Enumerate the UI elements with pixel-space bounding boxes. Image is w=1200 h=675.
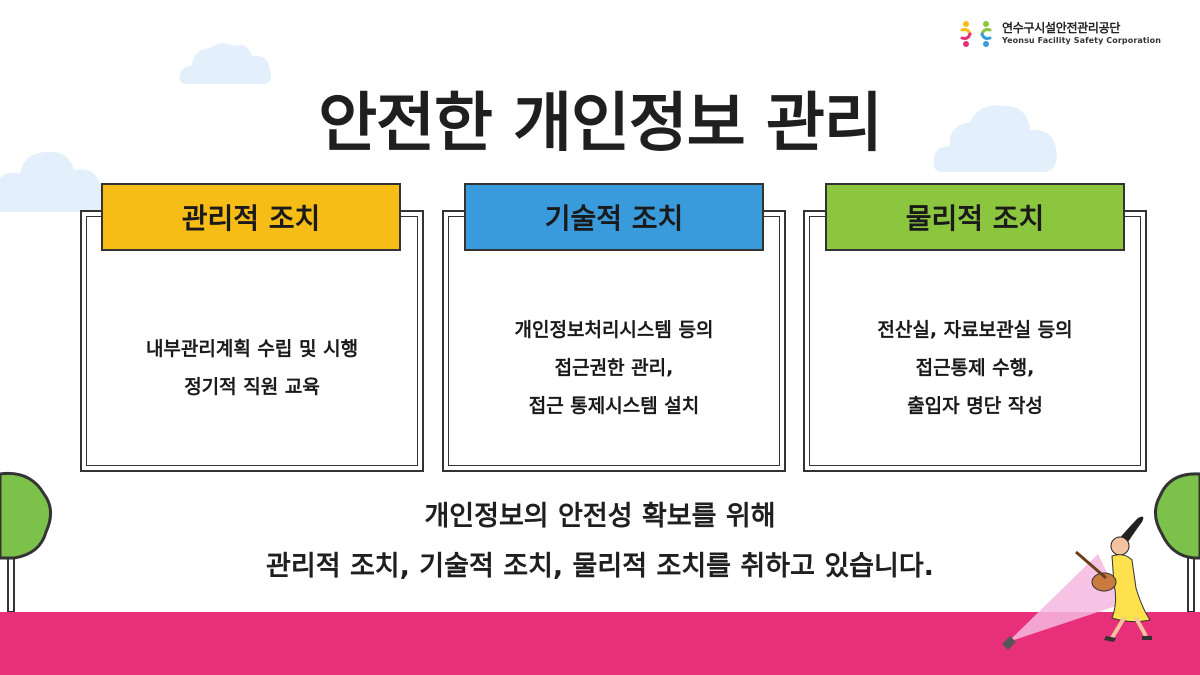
card-line: 접근권한 관리,	[554, 357, 674, 379]
summary-text: 개인정보의 안전성 확보를 위해 관리적 조치, 기술적 조치, 물리적 조치를…	[0, 492, 1200, 592]
tree-left-illustration	[0, 471, 52, 612]
summary-line-1: 개인정보의 안전성 확보를 위해	[424, 501, 776, 532]
card-line: 접근통제 수행,	[915, 357, 1035, 379]
card-line: 출입자 명단 작성	[907, 395, 1043, 417]
ground-band	[0, 612, 1200, 675]
card-administrative: 내부관리계획 수립 및 시행 정기적 직원 교육	[80, 210, 424, 472]
card-body: 내부관리계획 수립 및 시행 정기적 직원 교육	[88, 272, 416, 464]
summary-line-2: 관리적 조치, 기술적 조치, 물리적 조치를 취하고 있습니다.	[266, 551, 934, 582]
card-line: 전산실, 자료보관실 등의	[877, 319, 1073, 341]
card-body: 전산실, 자료보관실 등의 접근통제 수행, 출입자 명단 작성	[811, 272, 1139, 464]
card-line: 내부관리계획 수립 및 시행	[145, 338, 359, 360]
card-heading-administrative: 관리적 조치	[101, 183, 401, 251]
cloud-left	[0, 151, 107, 212]
page-title: 안전한 개인정보 관리	[318, 87, 882, 161]
card-line: 접근 통제시스템 설치	[528, 395, 700, 417]
card-body: 개인정보처리시스템 등의 접근권한 관리, 접근 통제시스템 설치	[450, 272, 778, 464]
cloud-right	[933, 105, 1057, 172]
card-line: 개인정보처리시스템 등의	[514, 319, 714, 341]
card-physical: 전산실, 자료보관실 등의 접근통제 수행, 출입자 명단 작성	[803, 210, 1147, 472]
card-heading-technical: 기술적 조치	[464, 183, 764, 251]
cloud-top-left	[179, 43, 271, 84]
logo-english-name: Yeonsu Facility Safety Corporation	[1002, 36, 1162, 46]
card-heading-physical: 물리적 조치	[825, 183, 1125, 251]
logo-korean-name: 연수구시설안전관리공단	[1002, 21, 1121, 35]
logo-mark-icon	[960, 21, 992, 47]
guitarist-illustration	[1002, 516, 1152, 650]
tree-right-illustration	[1154, 472, 1200, 612]
card-technical: 개인정보처리시스템 등의 접근권한 관리, 접근 통제시스템 설치	[442, 210, 786, 472]
organization-logo: 연수구시설안전관리공단 Yeonsu Facility Safety Corpo…	[958, 14, 1178, 54]
card-line: 정기적 직원 교육	[184, 376, 320, 398]
